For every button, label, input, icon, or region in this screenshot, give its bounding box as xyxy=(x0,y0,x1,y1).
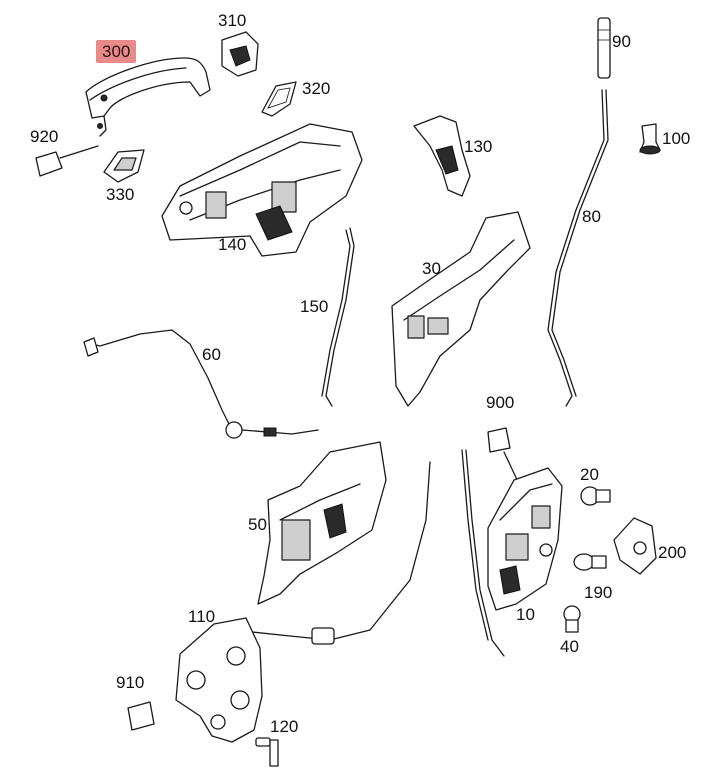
part-120-bolt xyxy=(255,737,279,767)
label-200: 200 xyxy=(658,543,687,562)
cable-bowden xyxy=(251,449,505,657)
part-20-screw xyxy=(580,486,611,506)
label-920: 920 xyxy=(30,127,59,146)
part-330-gasket xyxy=(103,149,145,183)
label-20: 20 xyxy=(580,465,599,484)
part-60-cable xyxy=(83,329,319,439)
part-130-latch xyxy=(413,115,471,197)
label-90: 90 xyxy=(612,32,631,51)
part-140-handle-carrier xyxy=(161,123,363,257)
label-190: 190 xyxy=(584,583,613,602)
label-900: 900 xyxy=(486,393,515,412)
part-150-rod xyxy=(321,227,355,407)
label-60: 60 xyxy=(202,345,221,364)
part-900-tag xyxy=(487,427,521,487)
part-80-rod xyxy=(547,89,609,407)
part-300-door-handle xyxy=(85,57,211,137)
label-120: 120 xyxy=(270,717,299,736)
label-140: 140 xyxy=(218,235,247,254)
part-90-pin xyxy=(597,17,611,79)
label-130: 130 xyxy=(464,137,493,156)
part-910-tag xyxy=(127,701,155,731)
label-150: 150 xyxy=(300,297,329,316)
part-320-gasket xyxy=(261,81,297,117)
part-50-housing xyxy=(257,441,387,605)
part-310-cap xyxy=(221,31,259,77)
part-920-tag xyxy=(35,145,99,177)
part-40-screw xyxy=(563,605,581,633)
label-330: 330 xyxy=(106,185,135,204)
label-110: 110 xyxy=(188,607,216,626)
label-320: 320 xyxy=(302,79,331,98)
label-40: 40 xyxy=(560,637,579,656)
label-300: 300 xyxy=(96,40,137,63)
label-30: 30 xyxy=(422,259,441,278)
label-50: 50 xyxy=(248,515,267,534)
part-110-actuator xyxy=(175,617,263,743)
part-190-screw xyxy=(573,553,607,571)
part-100-grommet xyxy=(639,123,661,155)
label-100: 100 xyxy=(662,129,691,148)
label-910: 910 xyxy=(116,673,145,692)
part-30-cover xyxy=(391,211,531,407)
part-200-striker xyxy=(613,517,657,575)
label-80: 80 xyxy=(582,207,601,226)
label-10: 10 xyxy=(516,605,535,624)
part-10-door-lock xyxy=(487,467,563,611)
label-310: 310 xyxy=(218,11,247,30)
